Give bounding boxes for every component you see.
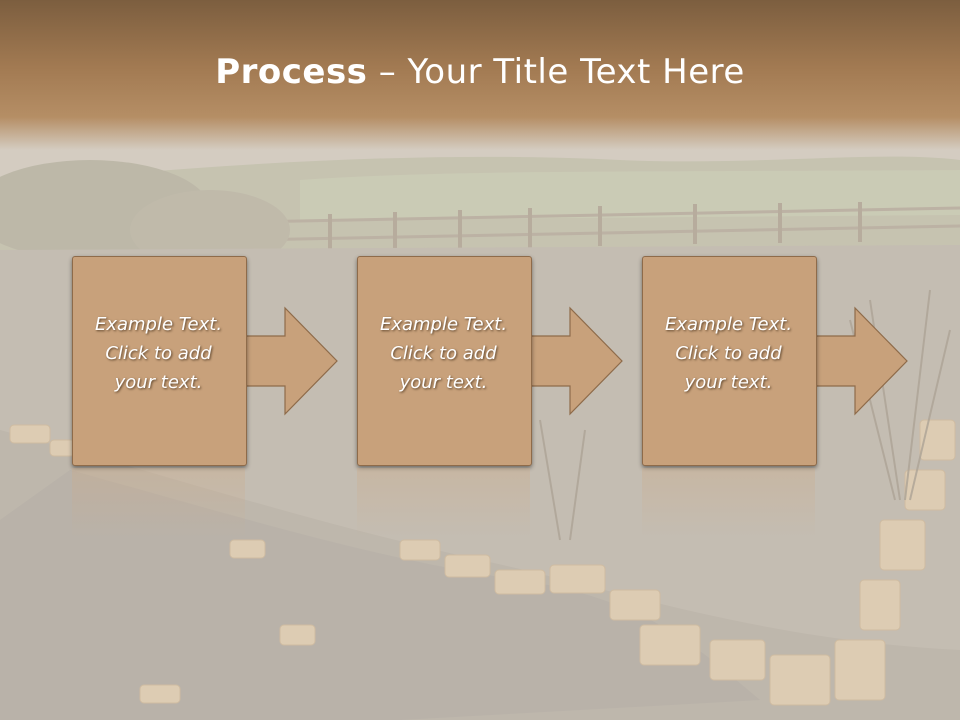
step-reflection bbox=[72, 468, 245, 538]
step-box[interactable] bbox=[357, 256, 532, 466]
process-step-2: Example Text. Click to add your text. bbox=[357, 256, 623, 466]
step-reflection bbox=[357, 468, 530, 538]
step-text[interactable]: Example Text. Click to add your text. bbox=[94, 314, 223, 393]
title-band bbox=[0, 0, 960, 150]
arrow-right-icon bbox=[241, 306, 338, 416]
step-reflection bbox=[642, 468, 815, 538]
process-step-3: Example Text. Click to add your text. bbox=[642, 256, 908, 466]
process-step-1: Example Text. Click to add your text. bbox=[72, 256, 338, 466]
step-box[interactable] bbox=[642, 256, 817, 466]
title-bold: Process bbox=[215, 52, 368, 92]
step-text[interactable]: Example Text. Click to add your text. bbox=[379, 314, 508, 393]
arrow-right-icon bbox=[811, 306, 908, 416]
arrow-right-icon bbox=[526, 306, 623, 416]
step-text[interactable]: Example Text. Click to add your text. bbox=[664, 314, 793, 393]
title-rest: – Your Title Text Here bbox=[367, 52, 745, 92]
step-box[interactable] bbox=[72, 256, 247, 466]
page-title: Process – Your Title Text Here bbox=[0, 52, 960, 92]
